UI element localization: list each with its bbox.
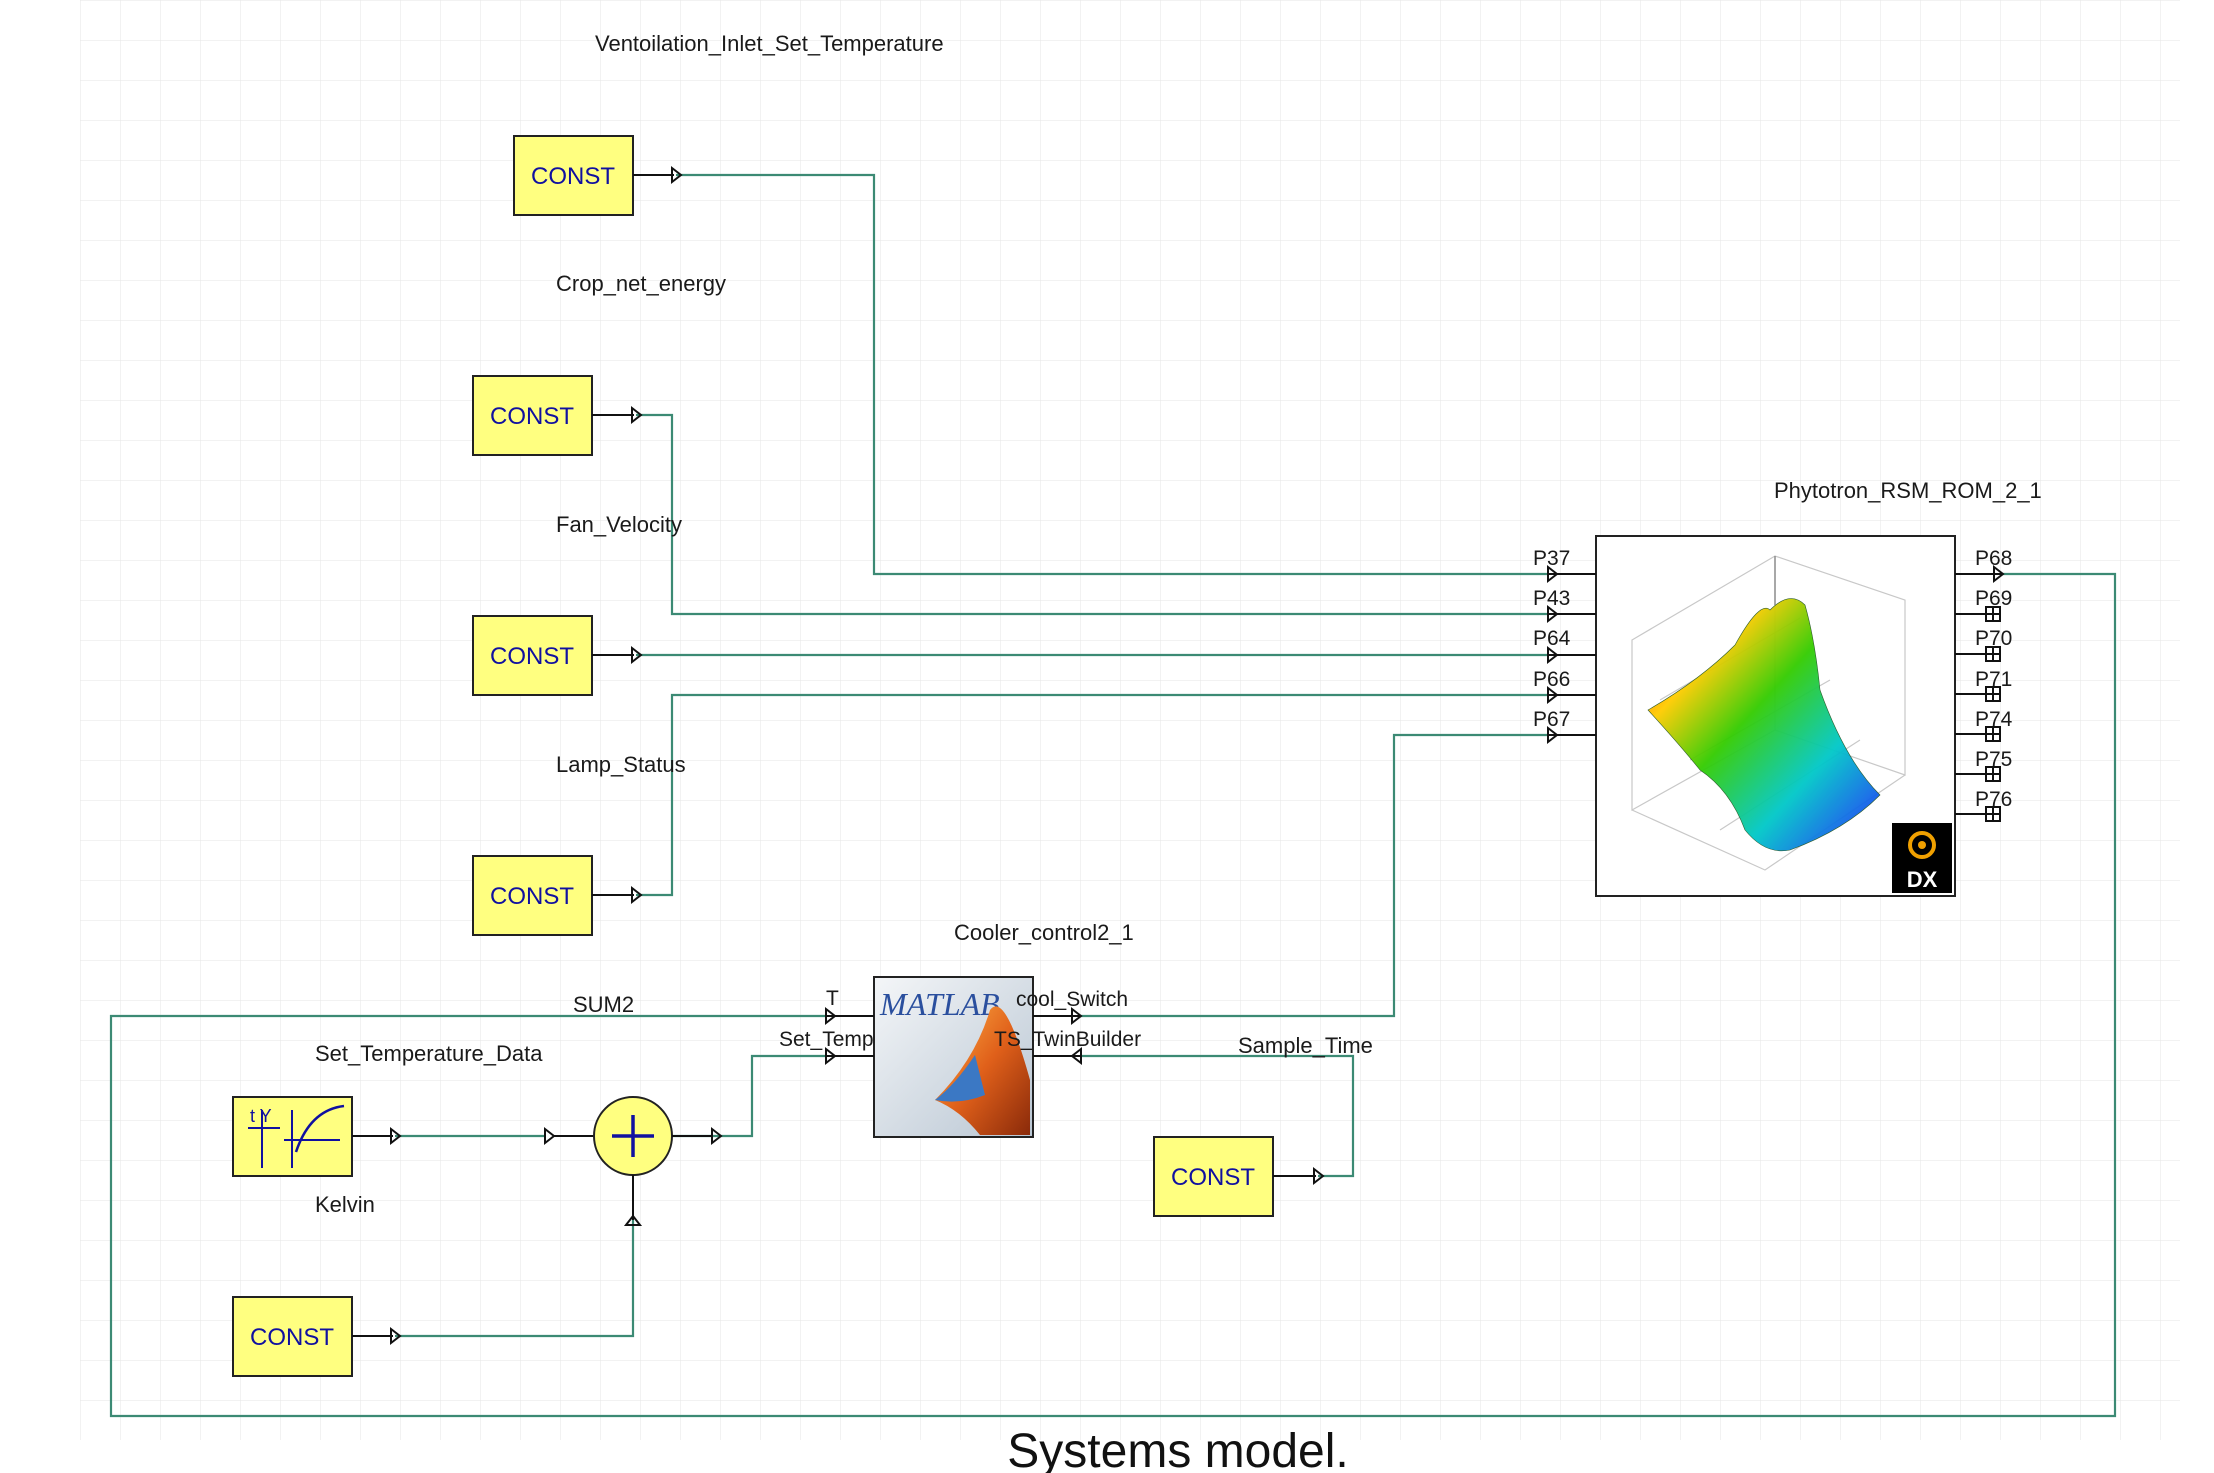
wire-lamp-to-p66[interactable] [636,693,1548,897]
const-label: CONST [490,883,574,910]
label-set-temperature-data: Set_Temperature_Data [315,1041,543,1066]
const-block-kelvin-offset[interactable]: CONST [232,1296,402,1377]
const-label: CONST [1171,1164,1255,1191]
wire-crop-to-p43[interactable] [636,413,1548,616]
const-block-crop[interactable]: CONST [472,375,643,456]
phytotron-output-ports[interactable]: P68 P69 P70 P71 P74 P75 P76 [1955,547,2013,822]
dx-logo-icon [1908,831,1936,859]
port-t: T [826,987,839,1010]
port-p68: P68 [1975,547,2012,570]
figure-caption: Systems model. [1007,1425,1348,1473]
const-block-fan[interactable]: CONST [472,615,643,696]
label-kelvin: Kelvin [315,1192,375,1217]
const-block-ventilation[interactable]: CONST [513,135,683,216]
port-p37: P37 [1533,547,1570,570]
label-sum2: SUM2 [573,992,634,1017]
port-p75: P75 [1975,748,2012,771]
wire-vent-to-p37[interactable] [676,173,1548,576]
matlab-block-cooler-control[interactable]: MATLAB [825,976,1083,1138]
label-phytotron: Phytotron_RSM_ROM_2_1 [1774,478,2042,503]
block-labels: Ventoilation_Inlet_Set_Temperature Crop_… [315,31,2042,1217]
sum-block-sum2[interactable] [544,1096,723,1226]
port-ts-twinbuilder: TS_TwinBuilder [994,1028,1141,1051]
wire-p68-feedback-to-t[interactable] [109,572,2117,1418]
phytotron-input-ports[interactable]: P37 P43 P64 P66 P67 [1533,547,1596,745]
port-p74: P74 [1975,708,2013,731]
table-block-set-temperature[interactable]: t Y [232,1096,402,1177]
port-cool-switch: cool_Switch [1016,988,1128,1011]
wire-sampletime-to-ts[interactable] [1081,1054,1355,1178]
cooler-port-labels: T Set_Temp cool_Switch TS_TwinBuilder [779,987,1141,1051]
label-ventilation: Ventoilation_Inlet_Set_Temperature [595,31,944,56]
port-p66: P66 [1533,668,1570,691]
phytotron-rom-block[interactable]: DX [1595,535,1956,897]
const-block-lamp[interactable]: CONST [472,855,643,936]
port-p64: P64 [1533,627,1571,650]
const-label: CONST [490,403,574,430]
label-fan-velocity: Fan_Velocity [556,512,682,537]
label-cooler-control: Cooler_control2_1 [954,920,1134,945]
port-p71: P71 [1975,668,2012,691]
surface-plot-icon [1647,598,1881,852]
dx-badge: DX [1907,867,1938,892]
const-label: CONST [250,1324,334,1351]
port-p70: P70 [1975,627,2012,650]
port-p43: P43 [1533,587,1570,610]
table-icon-text: t Y [250,1106,272,1126]
port-set-temp: Set_Temp [779,1028,874,1051]
wire-const-to-sum[interactable] [395,1220,635,1338]
port-p69: P69 [1975,587,2012,610]
label-crop-net-energy: Crop_net_energy [556,271,726,296]
port-p67: P67 [1533,708,1570,731]
port-p76: P76 [1975,788,2012,811]
label-sample-time: Sample_Time [1238,1033,1373,1058]
const-block-sample-time[interactable]: CONST [1153,1136,1325,1217]
label-lamp-status: Lamp_Status [556,752,686,777]
wire-coolswitch-to-p67[interactable] [1081,733,1548,1018]
const-label: CONST [490,643,574,670]
matlab-logo: MATLAB [879,986,1000,1022]
const-label: CONST [531,163,615,190]
matlab-membrane-icon [935,1006,1030,1135]
